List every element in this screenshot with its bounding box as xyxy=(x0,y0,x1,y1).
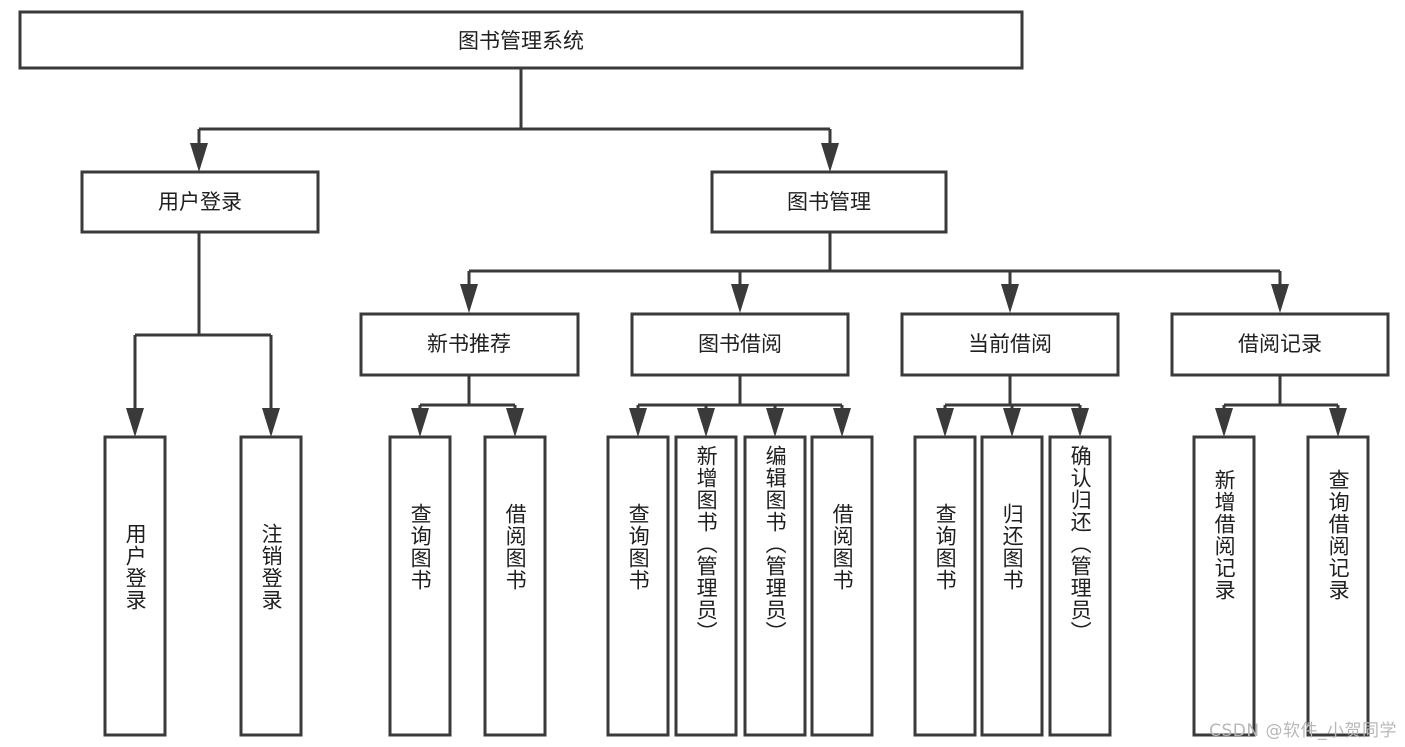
leaf-add-record-box[interactable] xyxy=(1192,435,1256,737)
root-box[interactable] xyxy=(18,10,1024,70)
arrow-to-book-management-icon xyxy=(821,143,839,172)
connectors-borrow-record-children xyxy=(1215,375,1347,437)
arrow-to-book-borrow-icon xyxy=(731,284,749,313)
arrow-leaf-query-book-1-icon xyxy=(411,408,429,437)
arrow-leaf-query-book-2-icon xyxy=(629,408,647,437)
leaf-query-book-2-box[interactable] xyxy=(606,435,670,737)
leaf-borrow-book-2-box[interactable] xyxy=(810,435,874,737)
book-borrow-label: 图书借阅 xyxy=(698,332,782,356)
connectors-root-level1 xyxy=(190,68,839,172)
root-label: 图书管理系统 xyxy=(458,29,584,53)
connectors-book-management-children xyxy=(460,232,1289,313)
arrow-to-borrow-record-icon xyxy=(1271,284,1289,313)
node-new-book-recommend[interactable]: 新书推荐 xyxy=(359,312,580,377)
borrow-record-label: 借阅记录 xyxy=(1238,332,1322,356)
leaf-query-record-box[interactable] xyxy=(1306,435,1370,737)
node-user-login[interactable]: 用户登录 xyxy=(80,170,320,234)
book-borrow-box[interactable] xyxy=(630,312,850,377)
node-current-borrow[interactable]: 当前借阅 xyxy=(900,312,1120,377)
node-book-management[interactable]: 图书管理 xyxy=(710,170,948,234)
borrow-record-box[interactable] xyxy=(1170,312,1390,377)
leaf-boxes xyxy=(103,435,1370,737)
current-borrow-box[interactable] xyxy=(900,312,1120,377)
new-book-recommend-label: 新书推荐 xyxy=(427,332,511,356)
leaf-query-book-3-box[interactable] xyxy=(913,435,977,737)
leaf-user-login-box[interactable] xyxy=(103,435,167,737)
watermark-text: CSDN @软件_小贺同学 xyxy=(1209,721,1397,741)
leaf-return-book-box[interactable] xyxy=(980,435,1044,737)
arrow-leaf-add-book-icon xyxy=(697,408,715,437)
connectors-book-borrow-children xyxy=(629,375,851,437)
connectors-current-borrow-children xyxy=(936,375,1089,437)
node-book-borrow[interactable]: 图书借阅 xyxy=(630,312,850,377)
current-borrow-label: 当前借阅 xyxy=(968,332,1052,356)
arrow-leaf-edit-book-icon xyxy=(766,408,784,437)
book-management-label: 图书管理 xyxy=(787,190,871,214)
leaf-edit-book-box[interactable] xyxy=(743,435,807,737)
connectors-user-login-children xyxy=(126,232,280,437)
arrow-leaf-user-login-icon xyxy=(126,408,144,437)
arrow-leaf-borrow-book-2-icon xyxy=(833,408,851,437)
arrow-leaf-borrow-book-1-icon xyxy=(506,408,524,437)
leaf-confirm-return-box[interactable] xyxy=(1048,435,1112,737)
arrow-leaf-return-book-icon xyxy=(1003,408,1021,437)
leaf-logout-box[interactable] xyxy=(239,435,303,737)
node-borrow-record[interactable]: 借阅记录 xyxy=(1170,312,1390,377)
arrow-leaf-query-book-3-icon xyxy=(936,408,954,437)
new-book-recommend-box[interactable] xyxy=(359,312,580,377)
arrow-leaf-logout-icon xyxy=(262,408,280,437)
arrow-to-user-login-icon xyxy=(190,143,208,172)
arrow-to-current-borrow-icon xyxy=(1001,284,1019,313)
arrow-leaf-add-record-icon xyxy=(1215,408,1233,437)
arrow-to-new-book-recommend-icon xyxy=(460,284,478,313)
user-login-box[interactable] xyxy=(80,170,320,234)
arrow-leaf-confirm-return-icon xyxy=(1071,408,1089,437)
book-management-box[interactable] xyxy=(710,170,948,234)
node-root[interactable]: 图书管理系统 xyxy=(18,10,1024,70)
connectors-new-book-recommend-children xyxy=(411,375,524,437)
arrow-leaf-query-record-icon xyxy=(1329,408,1347,437)
user-login-label: 用户登录 xyxy=(158,190,242,214)
leaf-borrow-book-1-box[interactable] xyxy=(483,435,547,737)
leaf-add-book-box[interactable] xyxy=(674,435,738,737)
leaf-query-book-1-box[interactable] xyxy=(388,435,452,737)
